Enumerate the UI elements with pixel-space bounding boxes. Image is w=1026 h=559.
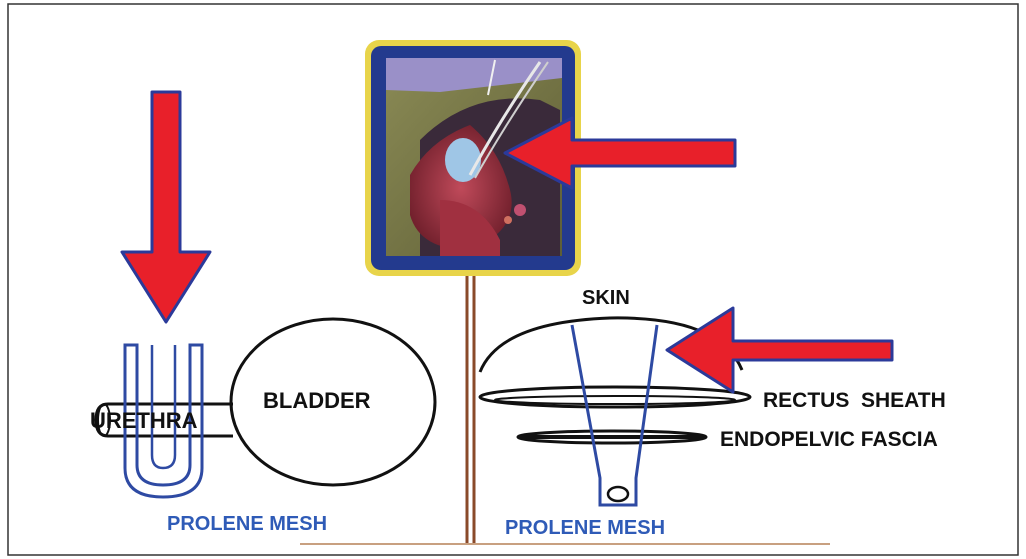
label-endopelvic-fascia: ENDOPELVIC FASCIA: [720, 428, 938, 451]
mesh-sling-loop: [608, 487, 628, 501]
mesh-sling-right: [572, 325, 657, 505]
arrow-urethra: [122, 92, 210, 322]
arrow-skin: [667, 308, 892, 392]
label-bladder: BLADDER: [263, 388, 371, 413]
label-prolene-mesh-right: PROLENE MESH: [505, 517, 665, 539]
divider-rod: [467, 275, 474, 544]
label-skin: SKIN: [582, 287, 630, 309]
label-rectus-sheath: RECTUS SHEATH: [763, 389, 946, 412]
label-urethra: URETHRA: [90, 408, 198, 433]
mesh-sling-left-inner: [152, 345, 175, 468]
label-prolene-mesh-left: PROLENE MESH: [167, 513, 327, 535]
endopelvic-fascia: [518, 431, 706, 443]
rectus-sheath: [480, 387, 750, 407]
